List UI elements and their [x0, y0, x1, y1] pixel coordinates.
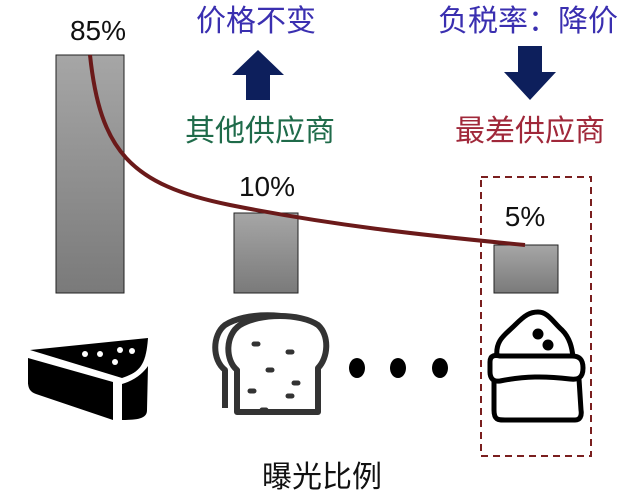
bar-label-85: 85% — [69, 15, 127, 46]
cake-icon — [28, 338, 148, 420]
exposure-bar — [493, 244, 559, 294]
negative-tax-price-cut-label: 负税率：降价 — [438, 5, 618, 38]
bar-label-10: 10% — [238, 171, 296, 202]
exposure-bar — [233, 212, 299, 294]
exposure-curve — [88, 54, 526, 247]
exposure-bar — [55, 54, 125, 294]
bar-label-5: 5% — [504, 201, 546, 232]
bread-icon — [212, 312, 330, 415]
arrow-up-icon — [232, 50, 284, 100]
worst-supplier-highlight-box — [480, 176, 592, 457]
worst-supplier-label: 最差供应商 — [455, 115, 605, 148]
flour-sack-icon — [487, 309, 586, 423]
ellipsis-dots — [349, 358, 448, 378]
price-unchanged-label: 价格不变 — [196, 5, 316, 38]
other-suppliers-label: 其他供应商 — [185, 115, 335, 148]
arrow-down-icon — [504, 46, 556, 100]
x-axis-label: 曝光比例 — [262, 461, 382, 494]
